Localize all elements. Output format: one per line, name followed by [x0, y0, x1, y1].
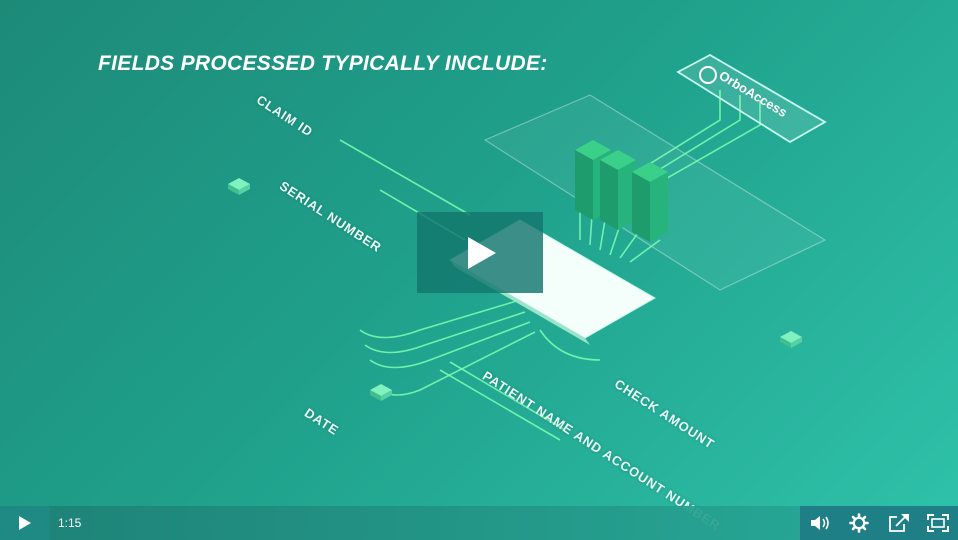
- right-controls: [800, 506, 958, 540]
- share-icon: [888, 514, 909, 532]
- play-button[interactable]: [0, 506, 50, 540]
- play-overlay-button[interactable]: [417, 212, 543, 293]
- headline: FIELDS PROCESSED TYPICALLY INCLUDE:: [98, 52, 548, 75]
- settings-button[interactable]: [840, 506, 880, 540]
- volume-button[interactable]: [800, 506, 840, 540]
- time-display: 1:15: [58, 516, 82, 530]
- floating-cubes: [228, 178, 802, 401]
- fullscreen-button[interactable]: [919, 506, 958, 540]
- control-bar: 1:15: [0, 506, 958, 540]
- server-racks: [575, 140, 668, 242]
- share-button[interactable]: [879, 506, 919, 540]
- gear-icon: [849, 513, 870, 533]
- play-icon: [468, 236, 496, 269]
- play-icon: [19, 516, 31, 530]
- progress-bar[interactable]: [118, 506, 800, 540]
- brand-logo-icon: [699, 66, 717, 84]
- volume-icon: [810, 516, 829, 530]
- fullscreen-icon: [927, 514, 950, 532]
